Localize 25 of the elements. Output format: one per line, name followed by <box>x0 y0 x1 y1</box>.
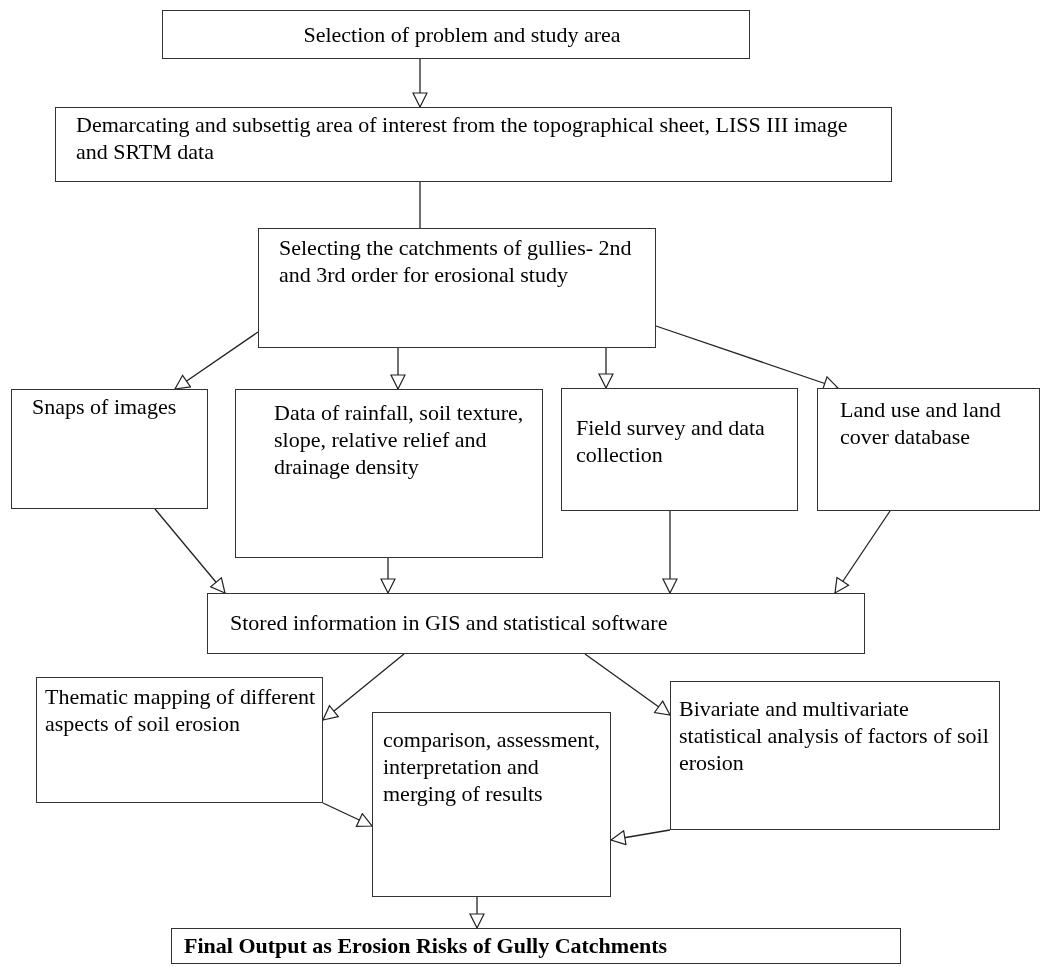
arrow <box>322 802 373 827</box>
arrow <box>380 557 396 594</box>
process-box: Snaps of images <box>11 389 208 509</box>
process-box: Selection of problem and study area <box>162 10 750 59</box>
process-box: Field survey and data collection <box>561 388 798 511</box>
arrow <box>174 331 259 390</box>
arrow <box>154 508 226 594</box>
process-box: Data of rainfall, soil texture, slope, relative relief and drainage density <box>235 389 543 558</box>
process-box: Final Output as Erosion Risks of Gully Catchments <box>171 928 901 964</box>
process-box: Selecting the catchments of gullies- 2nd and 3rd order for erosional study <box>258 228 656 348</box>
process-box: Thematic mapping of different aspects of soil erosion <box>36 677 323 803</box>
arrow <box>469 896 485 929</box>
arrow <box>598 347 614 389</box>
arrow <box>390 347 406 390</box>
arrow <box>322 653 405 721</box>
arrow <box>610 829 671 846</box>
process-box: Stored information in GIS and statistical software <box>207 593 865 654</box>
arrow <box>412 58 428 108</box>
arrow <box>834 510 891 594</box>
process-box: Bivariate and multivariate statistical analysis of factors of soil erosion <box>670 681 1000 830</box>
arrow <box>662 510 678 594</box>
process-box: Land use and land cover database <box>817 388 1040 511</box>
arrow <box>584 653 671 716</box>
process-box: comparison, assessment, interpretation and merging of results <box>372 712 611 897</box>
process-box: Demarcating and subsettig area of interest from the topographical sheet, LISS III image and SRTM data <box>55 107 892 182</box>
